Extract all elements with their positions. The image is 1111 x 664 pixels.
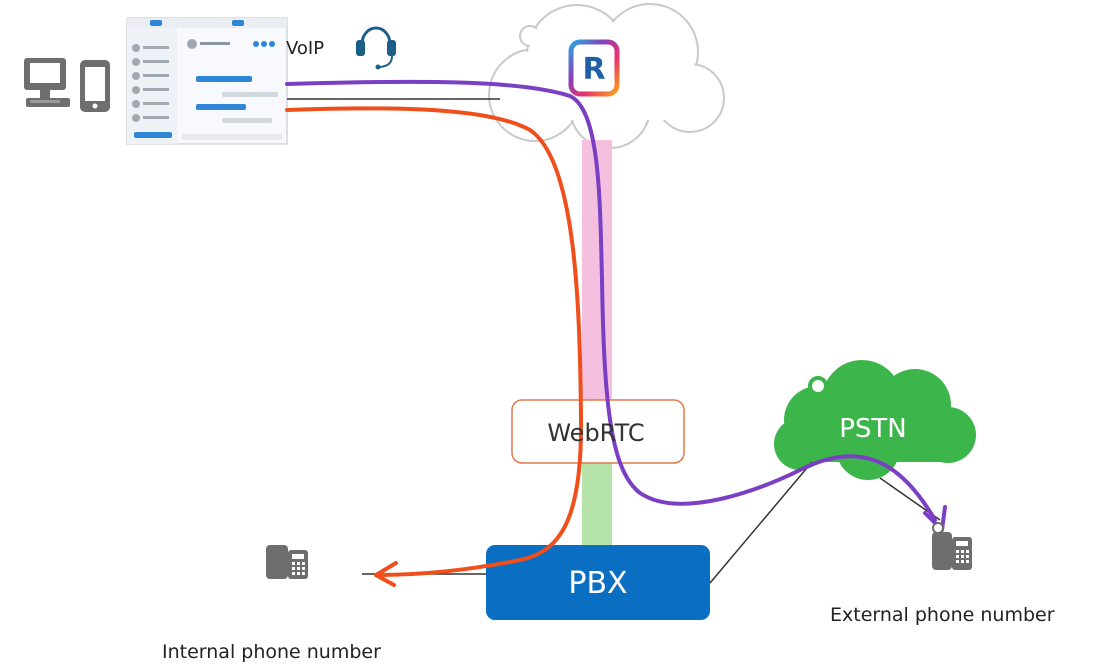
- pbx-box: [486, 545, 710, 620]
- cloud: [488, 3, 725, 149]
- purple-call-path: [285, 79, 937, 522]
- pbx-pstn-line: [709, 461, 813, 584]
- external-phone-label: External phone number: [830, 604, 1055, 626]
- webrtc-pbx-link: [582, 463, 612, 547]
- pstn-cloud: [774, 360, 976, 480]
- orange-arrowhead: [374, 561, 398, 587]
- desktop-and-mobile-icon: [24, 58, 110, 112]
- pstn-cloud-bubble: [808, 376, 828, 396]
- voip-label: VoIP: [286, 38, 324, 59]
- rainbow-r-logo: R: [568, 39, 620, 97]
- external-phone-icon: [932, 522, 972, 570]
- internal-phone-icon: [266, 545, 308, 579]
- webrtc-box: [511, 399, 685, 464]
- orange-call-path: [285, 106, 584, 577]
- pbx-label: PBX: [568, 566, 627, 601]
- internal-phone-label: Internal phone number: [162, 641, 381, 663]
- app-screenshot-thumbnail: [126, 17, 288, 145]
- webrtc-label: WebRTC: [547, 419, 644, 447]
- headset-icon: [356, 26, 396, 70]
- pstn-label: PSTN: [839, 414, 907, 444]
- cloud-logo-letter: R: [582, 52, 605, 87]
